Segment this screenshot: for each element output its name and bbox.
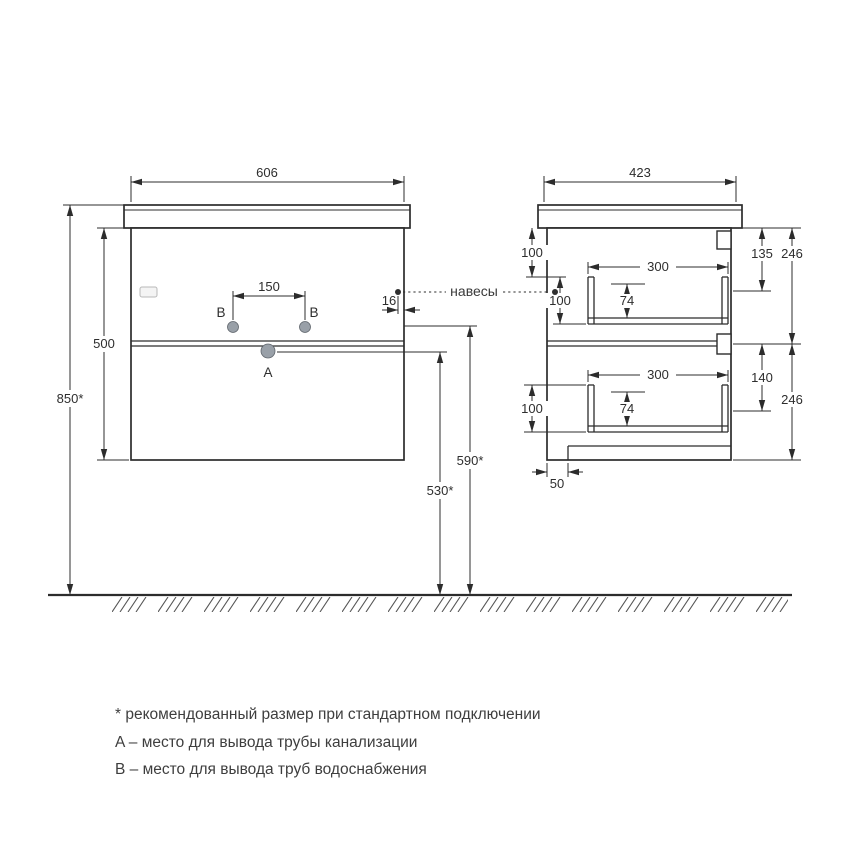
cabinet-side <box>546 227 732 461</box>
dim-bottom-clearance-label: 100 <box>521 401 543 416</box>
drain-point-a <box>260 343 276 359</box>
point-b-right-label: B <box>309 305 318 320</box>
dim-top-offset-label: 100 <box>521 245 543 260</box>
dim-top-section-label: 246 <box>781 246 803 261</box>
dim-bottom-section-label: 246 <box>781 392 803 407</box>
drawer-box-bottom <box>587 384 729 433</box>
dim-body-height-label: 500 <box>93 336 115 351</box>
drawer-box-top <box>587 276 729 325</box>
countertop-side <box>537 204 743 229</box>
front-view: 606 850* 500 150 <box>50 165 550 595</box>
hanger-dot-side <box>552 289 558 295</box>
dim-drawer-top-width-label: 300 <box>647 259 669 274</box>
hangers-label: навесы <box>450 283 498 299</box>
dim-depth-label: 423 <box>629 165 651 180</box>
hanger-bracket-middle <box>716 333 732 355</box>
front-overall-height-dimension: 850* <box>50 204 125 595</box>
bottom-section-dimension: 246 <box>777 344 808 460</box>
side-right-extensions <box>733 227 801 461</box>
note-recommended: * рекомендованный размер при стандартном… <box>115 706 541 723</box>
top-section-dimension: 246 <box>777 228 808 344</box>
side-depth-dimension: 423 <box>543 165 737 202</box>
note-supply: B – место для вывода труб водоснабжения <box>115 761 427 778</box>
dim-drawer-bottom-width-label: 300 <box>647 367 669 382</box>
floor <box>48 593 792 612</box>
dim-overall-height-label: 850* <box>57 391 84 406</box>
pipe-span-dimension: 150 <box>232 279 306 320</box>
drawer-top-inner-dimension: 74 <box>611 283 645 318</box>
drawer-bottom-inner-dimension: 74 <box>611 391 645 426</box>
front-body-height-dimension: 500 <box>87 227 129 461</box>
floor-hatch <box>112 597 788 612</box>
dim-drawer-top-inner-label: 74 <box>620 293 634 308</box>
hanger-drop-dimension: 135 <box>747 228 778 291</box>
dim-hanger-drop-label: 135 <box>751 246 773 261</box>
dim-drawer-bottom-inner-label: 74 <box>620 401 634 416</box>
dim-drawer-top-height-label: 100 <box>549 293 571 308</box>
base-inset-dimension: 50 <box>532 463 583 491</box>
supply-point-b-left <box>227 321 239 333</box>
hanger-inset-dimension: 16 <box>382 293 420 314</box>
bottom-clearance-dimension: 100 <box>517 384 586 433</box>
dim-supply-height-label: 590* <box>457 453 484 468</box>
dim-slide-drop-label: 140 <box>751 370 773 385</box>
front-width-dimension: 606 <box>130 165 405 202</box>
supply-point-b-right <box>299 321 311 333</box>
slide-drop-dimension: 140 <box>747 344 778 411</box>
side-top-offset-dimension: 100 <box>517 228 566 278</box>
drain-height-dimension: 530* <box>277 351 459 595</box>
hanger-bracket-top <box>716 230 732 250</box>
point-a-label: A <box>263 365 272 380</box>
dim-width-label: 606 <box>256 165 278 180</box>
legend: * рекомендованный размер при стандартном… <box>115 706 541 778</box>
side-view: 423 <box>517 165 808 491</box>
drawer-top-width-dimension: 300 <box>587 259 729 274</box>
note-drain: A – место для вывода трубы канализации <box>115 734 417 751</box>
hanger-dot-front <box>395 289 401 295</box>
dim-base-inset-label: 50 <box>550 476 564 491</box>
dim-drain-height-label: 530* <box>427 483 454 498</box>
supply-height-dimension: 590* <box>404 325 489 595</box>
dim-pipe-span-label: 150 <box>258 279 280 294</box>
countertop-front <box>123 204 411 229</box>
dim-hanger-inset-label: 16 <box>382 293 396 308</box>
drawer-top-height-dimension: 100 <box>545 277 586 325</box>
point-b-left-label: B <box>216 305 225 320</box>
vent-slot <box>139 286 158 298</box>
drawer-bottom-width-dimension: 300 <box>587 367 729 382</box>
